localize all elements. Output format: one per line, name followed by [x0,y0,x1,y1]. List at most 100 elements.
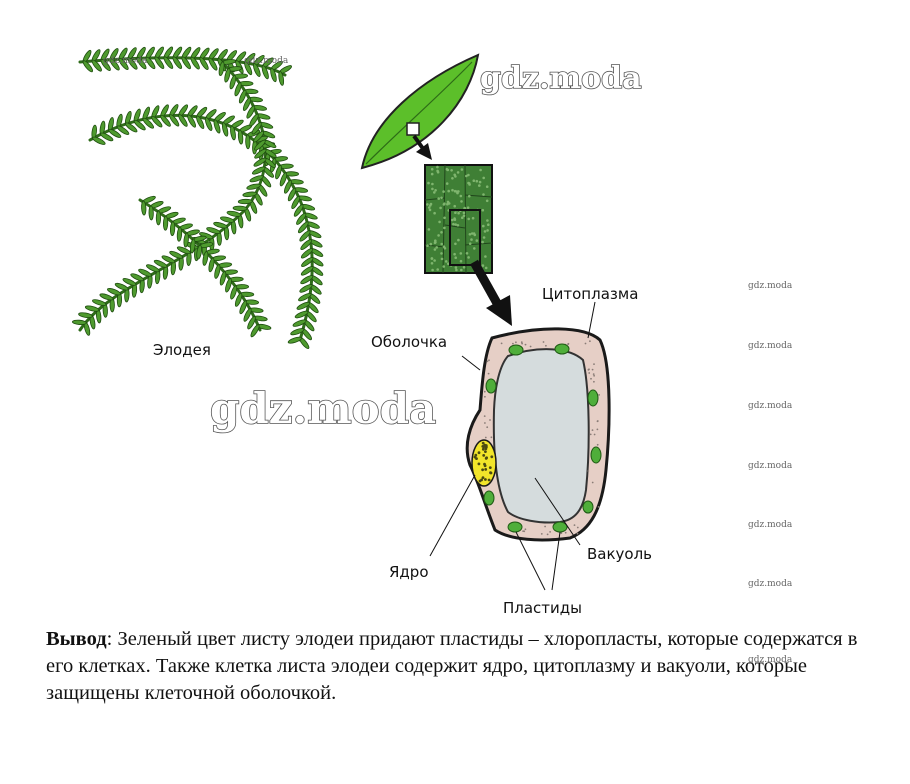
granule [446,202,449,206]
watermark-small: gdz.moda [748,579,793,589]
granule [437,234,440,237]
elodea-leaflet [151,116,163,128]
granule [596,428,599,431]
elodea-leaflet [249,175,264,183]
elodea-leaflet [300,266,314,276]
granule [482,445,486,449]
elodea-leaflet [108,128,122,138]
watermark-small: gdz.moda [748,401,793,411]
granule [488,359,490,362]
elodea-leaflet [130,273,145,282]
granule [584,342,587,345]
granule [573,524,576,526]
elodea-leaflet [190,56,200,70]
elodea-leaflet [299,230,311,242]
granule [591,429,594,431]
granule [482,454,486,457]
granule [456,171,460,174]
elodea-leaflet [154,56,165,69]
granule [485,185,489,188]
granule [488,466,492,469]
granule [593,433,596,436]
elodea-leaflet [172,56,183,69]
granule [479,168,482,172]
granule [540,533,543,535]
watermark-small: gdz.moda [748,655,793,665]
elodea-leaflet [78,312,93,319]
elodea-leaflet [114,282,129,291]
elodea-leaflet [294,310,309,319]
elodea-leaflet [293,204,304,217]
membrane-label: Оболочка [371,333,447,351]
elodea-leaflet [254,148,267,159]
granule [472,232,476,235]
granule [482,236,486,239]
elodea-leaflet [187,114,197,128]
granule [482,193,485,196]
granule [587,470,590,472]
elodea-leaflet [261,65,269,80]
elodea-leaflet [178,114,188,127]
granule [429,204,432,207]
elodea-leaflet [107,287,121,296]
elodea-leaflet [189,238,196,254]
elodea-leaflet [249,113,259,127]
elodea-leaflet [224,68,231,83]
granule [590,377,592,380]
elodea-leaflet [213,221,228,229]
elodea-leaflet [138,268,152,277]
granule [434,239,437,242]
elodea-leaflet [292,319,307,327]
elodea-leaflet [196,115,205,130]
granule [447,189,451,193]
elodea-leaflet [196,244,203,260]
granule [485,456,488,460]
elodea-leaflet [84,305,100,312]
granule [542,341,545,343]
elodea-leaflet [208,57,218,71]
elodea-leaflet [245,134,251,150]
elodea-leaflet [253,130,265,143]
granule [484,436,487,439]
granule [484,447,488,451]
granule [567,342,570,345]
elodea-leaflet [109,58,120,71]
watermark-small: gdz.moda [748,281,793,291]
granule [427,181,430,185]
elodea-leaflet [230,285,238,300]
granule [481,476,485,479]
granule [443,226,446,230]
elodea-leaflet [275,165,282,180]
leader-lines [429,301,596,591]
granule [428,208,432,212]
elodea-leaflet [92,299,107,306]
granule [477,451,481,455]
elodea-leaflet [169,114,180,127]
granule [433,248,437,251]
elodea-leaflet [226,210,242,217]
granule [436,169,439,173]
elodea-leaflet [229,75,237,90]
granule [438,220,441,224]
granule [490,436,493,439]
granule [524,528,527,531]
granule [459,252,463,255]
granule [467,256,470,259]
granule [545,344,547,347]
elodea-leaflet [142,117,155,129]
granule [484,422,486,424]
granule [546,533,549,536]
granule [430,167,434,171]
granule [481,264,485,267]
elodea-leaflet [291,195,301,210]
granule [451,218,454,222]
granule [445,182,449,185]
granule [459,194,463,198]
elodea-leaflet [219,271,227,286]
elodea-leaflet [160,114,171,127]
granule [456,224,460,227]
elodea-plant-illustration [71,46,324,350]
granule [588,372,591,374]
granule [478,479,482,483]
elodea-leaflet [141,200,147,216]
